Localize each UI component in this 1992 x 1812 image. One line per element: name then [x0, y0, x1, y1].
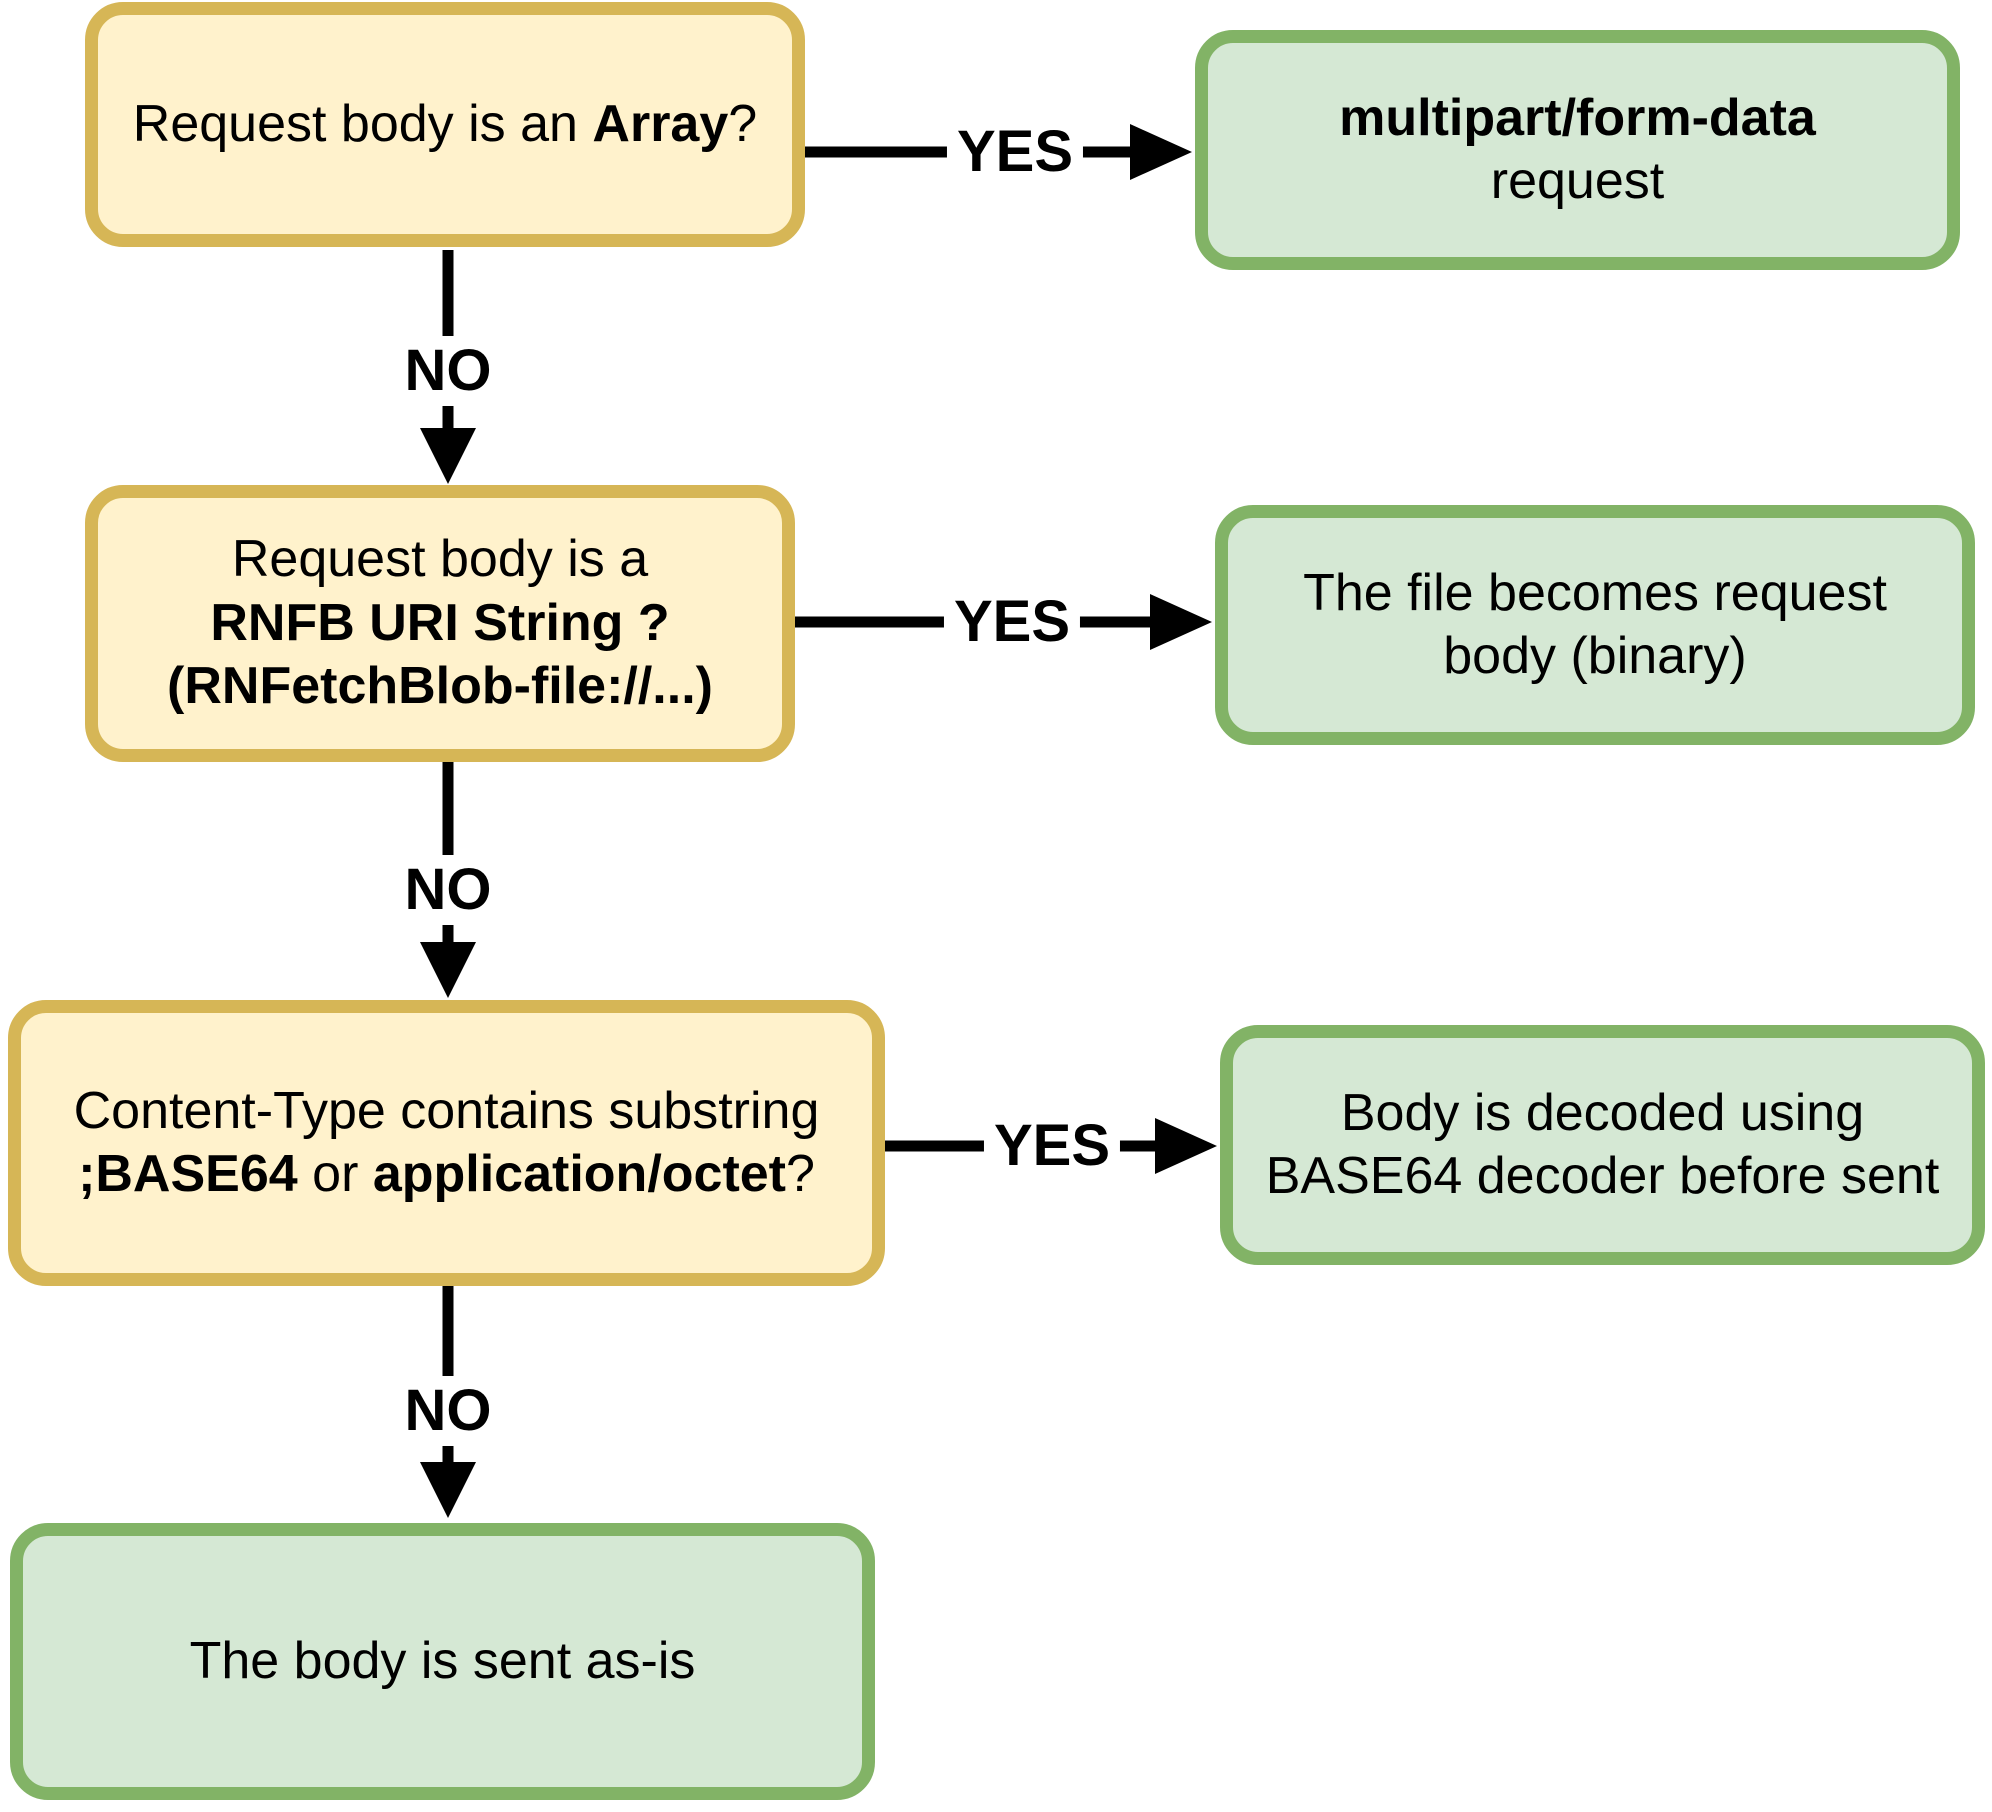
result-multipart-form-data-label: multipart/form-data request [1339, 88, 1816, 210]
decision-body-is-array: Request body is an Array? [85, 2, 805, 247]
result-base64-decoded: Body is decoded using BASE64 decoder bef… [1220, 1025, 1985, 1265]
result-multipart-form-data: multipart/form-data request [1195, 30, 1960, 270]
result-file-becomes-body: The file becomes request body (binary) [1215, 505, 1975, 745]
result-base64-decoded-label: Body is decoded using BASE64 decoder bef… [1265, 1083, 1940, 1205]
decision-body-is-rnfb-uri-label: Request body is a RNFB URI String ? (RNF… [167, 530, 713, 716]
decision-body-is-rnfb-uri: Request body is a RNFB URI String ? (RNF… [85, 485, 795, 762]
result-body-sent-as-is: The body is sent as-is [10, 1523, 875, 1800]
decision-body-is-array-label: Request body is an Array? [132, 94, 758, 153]
edge-label-base64-yes: YES [983, 1111, 1121, 1181]
result-file-becomes-body-label: The file becomes request body (binary) [1303, 563, 1887, 685]
decision-content-type-base64: Content-Type contains substring ;BASE64 … [8, 1000, 885, 1286]
decision-content-type-base64-label: Content-Type contains substring ;BASE64 … [73, 1081, 820, 1203]
edge-label-array-yes: YES [946, 117, 1084, 187]
edge-label-rnfb-no: NO [394, 855, 502, 925]
edge-label-rnfb-yes: YES [943, 587, 1081, 657]
edge-label-array-no: NO [394, 336, 502, 406]
result-body-sent-as-is-label: The body is sent as-is [189, 1631, 696, 1690]
edge-label-base64-no: NO [394, 1376, 502, 1446]
